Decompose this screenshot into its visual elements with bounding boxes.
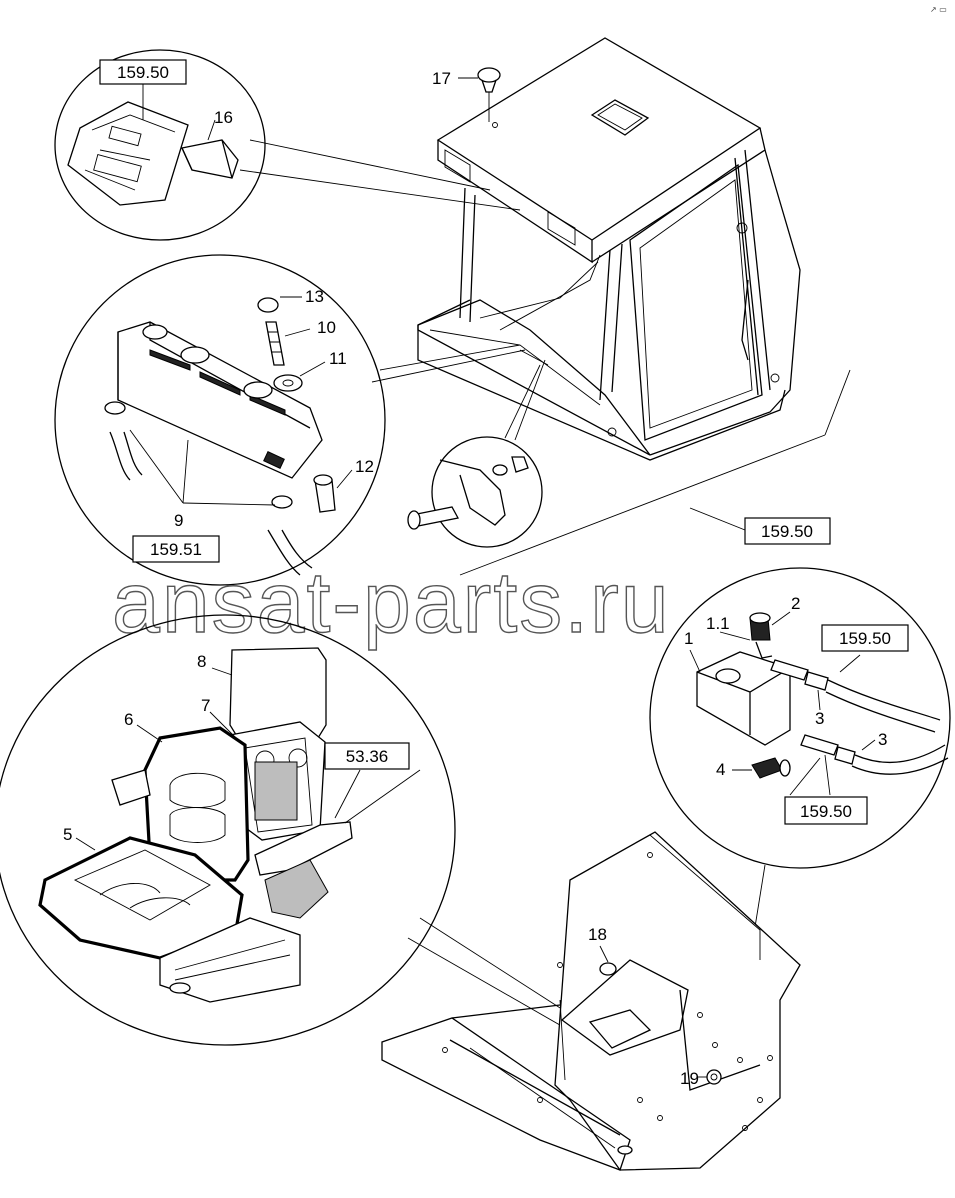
callout-1: 1 bbox=[684, 629, 693, 648]
detail-circle-washer bbox=[649, 567, 951, 1021]
ref-box-seat[interactable]: 53.36 bbox=[324, 742, 410, 770]
ref-box-top-left[interactable]: 159.50 bbox=[99, 59, 187, 85]
callout-3b: 3 bbox=[878, 730, 887, 749]
callout-16: 16 bbox=[214, 108, 233, 127]
callout-9: 9 bbox=[174, 511, 183, 530]
svg-text:159.50: 159.50 bbox=[800, 802, 852, 821]
callout-3a: 3 bbox=[815, 709, 824, 728]
callout-12: 12 bbox=[355, 457, 374, 476]
svg-text:159.50: 159.50 bbox=[839, 629, 891, 648]
callout-11: 11 bbox=[329, 349, 347, 368]
callout-10: 10 bbox=[317, 318, 336, 337]
ref-box-washer-top[interactable]: 159.50 bbox=[821, 624, 909, 652]
callout-5: 5 bbox=[63, 825, 72, 844]
callout-19: 19 bbox=[680, 1069, 699, 1088]
ref-box-washer-bottom[interactable]: 159.50 bbox=[784, 796, 868, 825]
ref-box-cab-right[interactable]: 159.50 bbox=[744, 517, 831, 545]
cab-frame bbox=[417, 37, 801, 461]
svg-text:53.36: 53.36 bbox=[346, 747, 389, 766]
detail-circle-seat bbox=[0, 614, 611, 1049]
detail-circle-cab-label bbox=[54, 49, 521, 241]
callout-7: 7 bbox=[201, 696, 210, 715]
callout-4: 4 bbox=[716, 760, 725, 779]
callout-17: 17 bbox=[432, 69, 451, 88]
callout-13: 13 bbox=[305, 287, 324, 306]
watermark-text: ansat-parts.ru bbox=[112, 555, 671, 651]
svg-text:159.50: 159.50 bbox=[117, 63, 169, 82]
callout-2: 2 bbox=[791, 594, 800, 613]
floor-pan bbox=[381, 831, 801, 1171]
ref-box-heater[interactable]: 159.51 bbox=[132, 535, 220, 563]
detail-circle-bolt bbox=[407, 359, 546, 548]
callout-1-1: 1.1 bbox=[706, 614, 730, 633]
svg-text:159.50: 159.50 bbox=[761, 522, 813, 541]
callout-18: 18 bbox=[588, 925, 607, 944]
callout-6: 6 bbox=[124, 710, 133, 729]
detail-circle-heater bbox=[54, 254, 526, 586]
svg-text:159.51: 159.51 bbox=[150, 540, 202, 559]
corner-mark: ↗ ▭ bbox=[930, 5, 947, 14]
callout-8: 8 bbox=[197, 652, 206, 671]
knob-17 bbox=[458, 67, 501, 122]
